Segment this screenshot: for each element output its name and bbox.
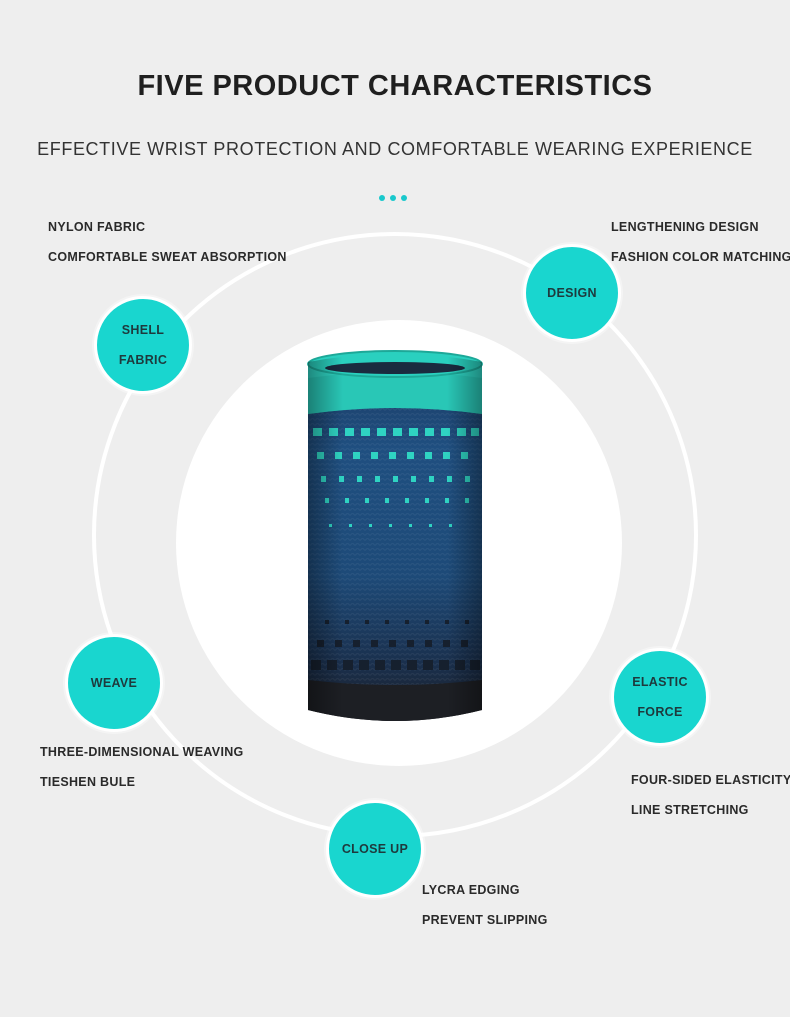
feature-note: PREVENT SLIPPING bbox=[422, 913, 548, 927]
feature-note: LYCRA EDGING bbox=[422, 883, 520, 897]
decorative-dots bbox=[379, 195, 407, 201]
feature-note: LENGTHENING DESIGN bbox=[611, 220, 759, 234]
badge-design: DESIGN bbox=[523, 244, 621, 342]
feature-notes-shell-fabric: NYLON FABRIC COMFORTABLE SWEAT ABSORPTIO… bbox=[48, 212, 287, 272]
feature-notes-close-up: LYCRA EDGING PREVENT SLIPPING bbox=[422, 875, 548, 935]
feature-note: THREE-DIMENSIONAL WEAVING bbox=[40, 745, 244, 759]
feature-notes-design: LENGTHENING DESIGN FASHION COLOR MATCHIN… bbox=[611, 212, 790, 272]
feature-note: TIESHEN BULE bbox=[40, 775, 136, 789]
badge-elastic-force: ELASTIC FORCE bbox=[611, 648, 709, 746]
badge-weave: WEAVE bbox=[65, 634, 163, 732]
badge-shell-fabric: SHELL FABRIC bbox=[94, 296, 192, 394]
feature-notes-weave: THREE-DIMENSIONAL WEAVING TIESHEN BULE bbox=[40, 737, 244, 797]
feature-note: LINE STRETCHING bbox=[631, 803, 749, 817]
feature-note: NYLON FABRIC bbox=[48, 220, 146, 234]
wrist-sleeve-image bbox=[307, 350, 483, 721]
feature-note: COMFORTABLE SWEAT ABSORPTION bbox=[48, 250, 287, 264]
feature-note: FASHION COLOR MATCHING bbox=[611, 250, 790, 264]
badge-close-up: CLOSE UP bbox=[326, 800, 424, 898]
page-title: FIVE PRODUCT CHARACTERISTICS bbox=[137, 70, 653, 102]
feature-notes-elastic-force: FOUR-SIDED ELASTICITY LINE STRETCHING bbox=[631, 765, 790, 825]
page-subtitle: EFFECTIVE WRIST PROTECTION AND COMFORTAB… bbox=[37, 139, 753, 159]
feature-note: FOUR-SIDED ELASTICITY bbox=[631, 773, 790, 787]
